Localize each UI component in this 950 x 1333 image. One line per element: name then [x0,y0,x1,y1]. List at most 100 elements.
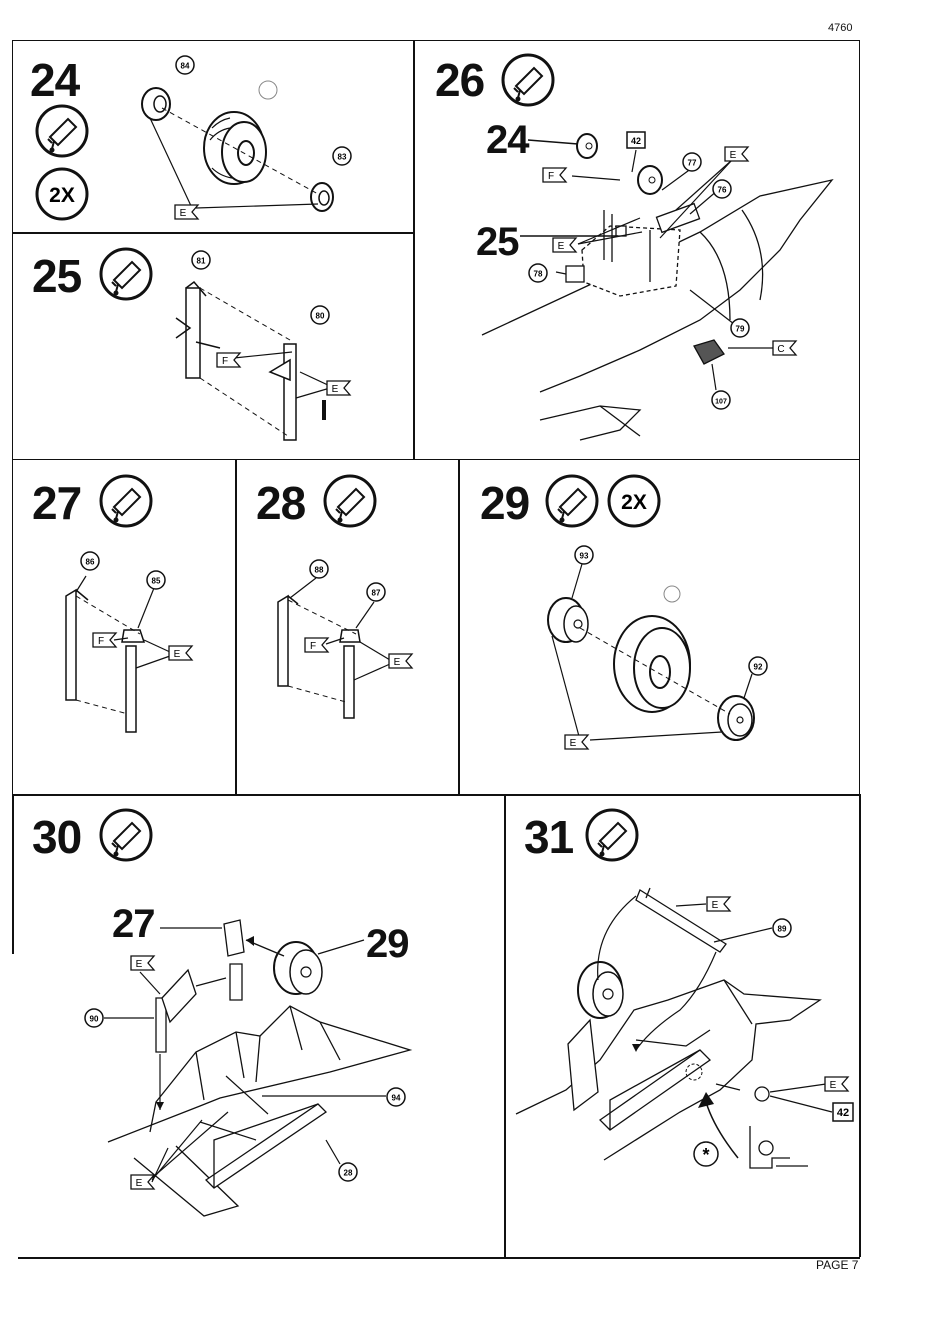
step-number-28: 28 [256,480,305,526]
callout-87: 87 [372,589,381,598]
callout-85: 85 [152,577,161,586]
divider-bottom [18,1257,860,1259]
glue-tube-icon [322,473,378,529]
sprue-flag-icon: E [130,955,156,971]
glue-tube-icon [98,246,154,302]
part-number-callout-icon: 93 [574,545,594,565]
divider-24-26 [413,40,415,460]
sprue-flag-icon: E [174,204,200,220]
sprue-flag-icon: E [168,645,194,661]
sprue-flag-icon: E [706,896,732,912]
step-number-26: 26 [435,57,484,103]
step-ref-29: 29 [366,924,409,964]
quantity-badge: 2X [606,473,662,529]
callout-84: 84 [181,62,190,71]
divider-31-right [859,794,861,1257]
part-number-callout-icon: 88 [309,559,329,579]
glue-tube-icon [34,103,90,159]
sprue-code-E: E [558,241,565,252]
asterisk-icon: * [692,1140,720,1168]
glue-tube-icon [98,473,154,529]
callout-80: 80 [316,312,325,321]
callout-93: 93 [580,552,589,561]
divider-30-top [12,794,860,796]
sprue-flag-icon: E [552,237,578,253]
part-number-callout-icon: 78 [528,263,548,283]
callout-94: 94 [392,1094,401,1103]
sprue-flag-icon: E [564,734,590,750]
sprue-flag-icon: E [326,380,352,396]
sprue-code-E: E [570,738,577,749]
part-number-callout-icon: 83 [332,146,352,166]
part-number-callout-icon: 77 [682,152,702,172]
sprue-code-E: E [712,900,719,911]
sprue-flag-icon: E [130,1174,156,1190]
part-number-callout-icon: 76 [712,179,732,199]
quantity-text: 2X [49,184,75,207]
asterisk-mark: * [702,1145,709,1165]
sprue-flag-icon: F [304,637,330,653]
part-number-callout-icon: 79 [730,318,750,338]
callout-76: 76 [718,186,727,195]
sprue-flag-icon: C [772,340,798,356]
divider-30-31 [504,794,506,1257]
part-number-callout-icon: 86 [80,551,100,571]
sprue-flag-icon: F [542,167,568,183]
step-number-30: 30 [32,814,81,860]
divider-28-29 [458,459,460,795]
quantity-badge: 2X [34,166,90,222]
part-number-callout-icon: 80 [310,305,330,325]
sprue-code-E: E [394,657,401,668]
part-number-box: 42 [832,1102,854,1122]
sprue-code-E: E [174,649,181,660]
callout-89: 89 [778,925,787,934]
part-number-callout-icon: 107 [710,390,732,410]
callout-78: 78 [534,270,543,279]
part-number-callout-icon: 90 [84,1008,104,1028]
step-number-27: 27 [32,480,81,526]
box-42: 42 [631,136,641,146]
divider-24-25 [12,232,414,234]
sprue-code-E: E [136,1178,143,1189]
step-number-24: 24 [30,57,79,103]
step-ref-24: 24 [486,120,529,160]
callout-92: 92 [754,663,763,672]
callout-83: 83 [338,153,347,162]
callout-86: 86 [86,558,95,567]
part-number-callout-icon: 87 [366,582,386,602]
glue-tube-icon [544,473,600,529]
callout-88: 88 [315,566,324,575]
step-ref-27: 27 [112,904,155,944]
sprue-code-F: F [222,356,228,367]
step-number-31: 31 [524,814,573,860]
part-number-callout-icon: 89 [772,918,792,938]
sprue-code-F: F [98,636,104,647]
sprue-code-E: E [180,208,187,219]
callout-79: 79 [736,325,745,334]
divider-27-28 [235,459,237,795]
sprue-flag-icon: E [824,1076,850,1092]
callout-28: 28 [344,1169,353,1178]
sprue-code-E: E [332,384,339,395]
sprue-flag-icon: F [92,632,118,648]
divider-30-left [12,794,14,954]
step-ref-25: 25 [476,222,519,262]
sprue-flag-icon: E [388,653,414,669]
callout-90: 90 [90,1015,99,1024]
sprue-code-F: F [310,641,316,652]
callout-77: 77 [688,159,697,168]
part-number-callout-icon: 85 [146,570,166,590]
step-number-25: 25 [32,253,81,299]
page-number: PAGE 7 [816,1258,858,1272]
callout-81: 81 [197,257,206,266]
part-number-callout-icon: 84 [175,55,195,75]
sprue-code-E: E [730,150,737,161]
page-code: 4760 [828,22,852,34]
box-42: 42 [837,1107,849,1119]
sprue-flag-icon: F [216,352,242,368]
glue-tube-icon [584,807,640,863]
sprue-code-E: E [830,1080,837,1091]
glue-tube-icon [98,807,154,863]
part-number-box: 42 [626,131,646,149]
glue-tube-icon [500,52,556,108]
